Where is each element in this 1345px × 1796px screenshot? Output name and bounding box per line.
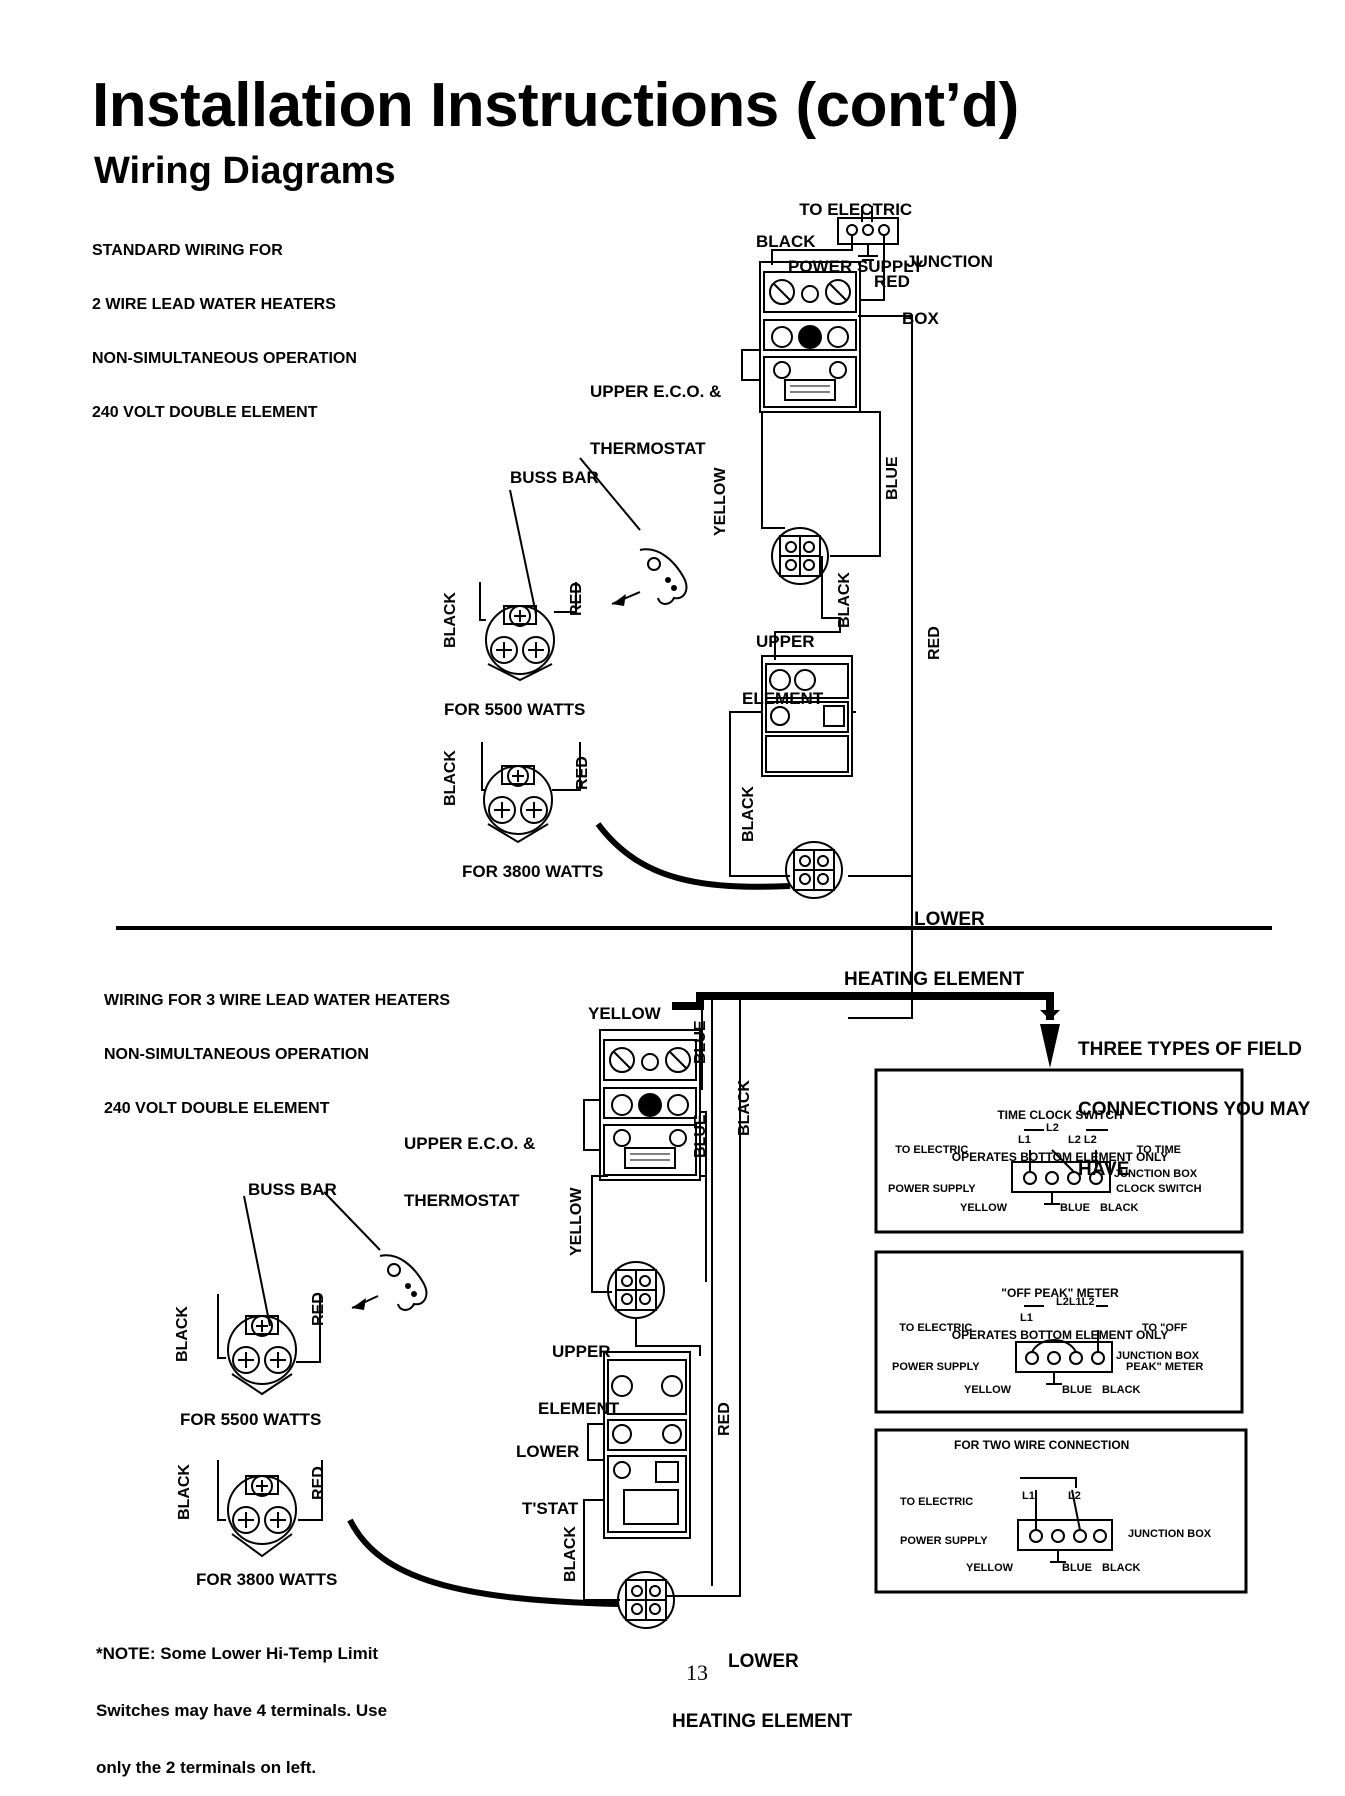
black-wire-label-3: BLACK xyxy=(740,786,757,842)
junction-box-label: JUNCTION BOX xyxy=(902,252,993,328)
time-clock-title: TIME CLOCK SWITCH OPERATES BOTTOM ELEMEN… xyxy=(951,1108,1169,1164)
black-label-2b: BLACK xyxy=(562,1526,579,1582)
time-clock-yellow: YELLOW xyxy=(960,1202,1008,1214)
two-wire-l2: L2 xyxy=(1068,1490,1081,1502)
two-wire-black: BLACK xyxy=(1102,1562,1141,1574)
for-3800-label-2: FOR 3800 WATTS xyxy=(196,1570,338,1589)
blue-wire-label: BLUE xyxy=(884,456,901,500)
wiring-diagram-art xyxy=(116,206,1272,1629)
two-wire-left: TO ELECTRIC POWER SUPPLY xyxy=(900,1496,988,1547)
two-wire-blue: BLUE xyxy=(1062,1562,1092,1574)
time-clock-left: TO ELECTRIC POWER SUPPLY xyxy=(888,1144,976,1195)
time-clock-l2: L2 xyxy=(1046,1122,1059,1134)
lower-element-label: LOWER HEATING ELEMENT xyxy=(844,909,1025,990)
black-wire-label: BLACK xyxy=(756,232,816,251)
page-title: Installation Instructions (cont’d) xyxy=(92,71,1019,140)
diagram1-caption: STANDARD WIRING FOR 2 WIRE LEAD WATER HE… xyxy=(92,242,357,421)
red-wire-label-2: RED xyxy=(926,626,943,660)
yellow-label-2: YELLOW xyxy=(588,1004,661,1023)
off-peak-l1: L1 xyxy=(1020,1312,1033,1324)
diagram2-caption: WIRING FOR 3 WIRE LEAD WATER HEATERS NON… xyxy=(104,992,451,1117)
lower-element-label-2: LOWER HEATING ELEMENT xyxy=(672,1651,853,1732)
off-peak-left: TO ELECTRIC POWER SUPPLY xyxy=(892,1322,980,1373)
field-connections-label: THREE TYPES OF FIELD CONNECTIONS YOU MAY… xyxy=(1078,1039,1311,1180)
upper-element-label: UPPER ELEMENT xyxy=(742,632,824,708)
time-clock-black: BLACK xyxy=(1100,1202,1139,1214)
two-wire-l1: L1 xyxy=(1022,1490,1035,1502)
power-supply-label: TO ELECTRIC POWER SUPPLY xyxy=(788,200,924,276)
buss-bar-label: BUSS BAR xyxy=(510,468,599,487)
two-wire-yellow: YELLOW xyxy=(966,1562,1014,1574)
off-peak-l2l1l2: L2L1L2 xyxy=(1056,1296,1095,1308)
hub4-red-label: RED xyxy=(310,1466,327,1500)
upper-element-label-2: UPPER ELEMENT xyxy=(538,1342,620,1418)
for-5500-label: FOR 5500 WATTS xyxy=(444,700,586,719)
time-clock-l2l2: L2 L2 xyxy=(1068,1134,1097,1146)
lower-tstat-label: LOWER T'STAT xyxy=(516,1442,580,1518)
section-title: Wiring Diagrams xyxy=(94,150,396,192)
buss-bar-label-2: BUSS BAR xyxy=(248,1180,337,1199)
red-wire-label: RED xyxy=(874,272,910,291)
black-wire-label-2: BLACK xyxy=(836,572,853,628)
two-wire-junction: JUNCTION BOX xyxy=(1128,1528,1212,1540)
time-clock-right: TO TIME CLOCK SWITCH xyxy=(1116,1144,1202,1195)
hub2-black-label: BLACK xyxy=(442,750,459,806)
off-peak-yellow: YELLOW xyxy=(964,1384,1012,1396)
off-peak-title: "OFF PEAK" METER OPERATES BOTTOM ELEMENT… xyxy=(951,1286,1169,1342)
hub-red-label: RED xyxy=(568,582,585,616)
for-3800-label: FOR 3800 WATTS xyxy=(462,862,604,881)
yellow-label-2b: YELLOW xyxy=(568,1187,585,1256)
blue-label-2b: BLUE xyxy=(692,1114,709,1158)
upper-eco-label-2: UPPER E.C.O. & THERMOSTAT xyxy=(404,1134,536,1210)
red-label-2: RED xyxy=(716,1402,733,1436)
off-peak-junction: JUNCTION BOX xyxy=(1116,1350,1200,1362)
off-peak-right: TO "OFF PEAK" METER xyxy=(1126,1322,1204,1373)
hub3-red-label: RED xyxy=(310,1292,327,1326)
black-label-2: BLACK xyxy=(736,1080,753,1136)
blue-label-2a: BLUE xyxy=(692,1020,709,1064)
off-peak-black: BLACK xyxy=(1102,1384,1141,1396)
for-5500-label-2: FOR 5500 WATTS xyxy=(180,1410,322,1429)
off-peak-blue: BLUE xyxy=(1062,1384,1092,1396)
hub3-black-label: BLACK xyxy=(174,1306,191,1362)
yellow-wire-label: YELLOW xyxy=(712,467,729,536)
page-number: 13 xyxy=(686,1660,708,1685)
hub2-red-label: RED xyxy=(574,756,591,790)
hub-black-label: BLACK xyxy=(442,592,459,648)
two-wire-title: FOR TWO WIRE CONNECTION xyxy=(954,1438,1130,1452)
time-clock-blue: BLUE xyxy=(1060,1202,1090,1214)
hub4-black-label: BLACK xyxy=(176,1464,193,1520)
time-clock-l1: L1 xyxy=(1018,1134,1031,1146)
upper-eco-label: UPPER E.C.O. & THERMOSTAT xyxy=(590,382,722,458)
time-clock-junction: JUNCTION BOX xyxy=(1114,1168,1198,1180)
footnote: *NOTE: Some Lower Hi-Temp Limit Switches… xyxy=(96,1644,388,1777)
